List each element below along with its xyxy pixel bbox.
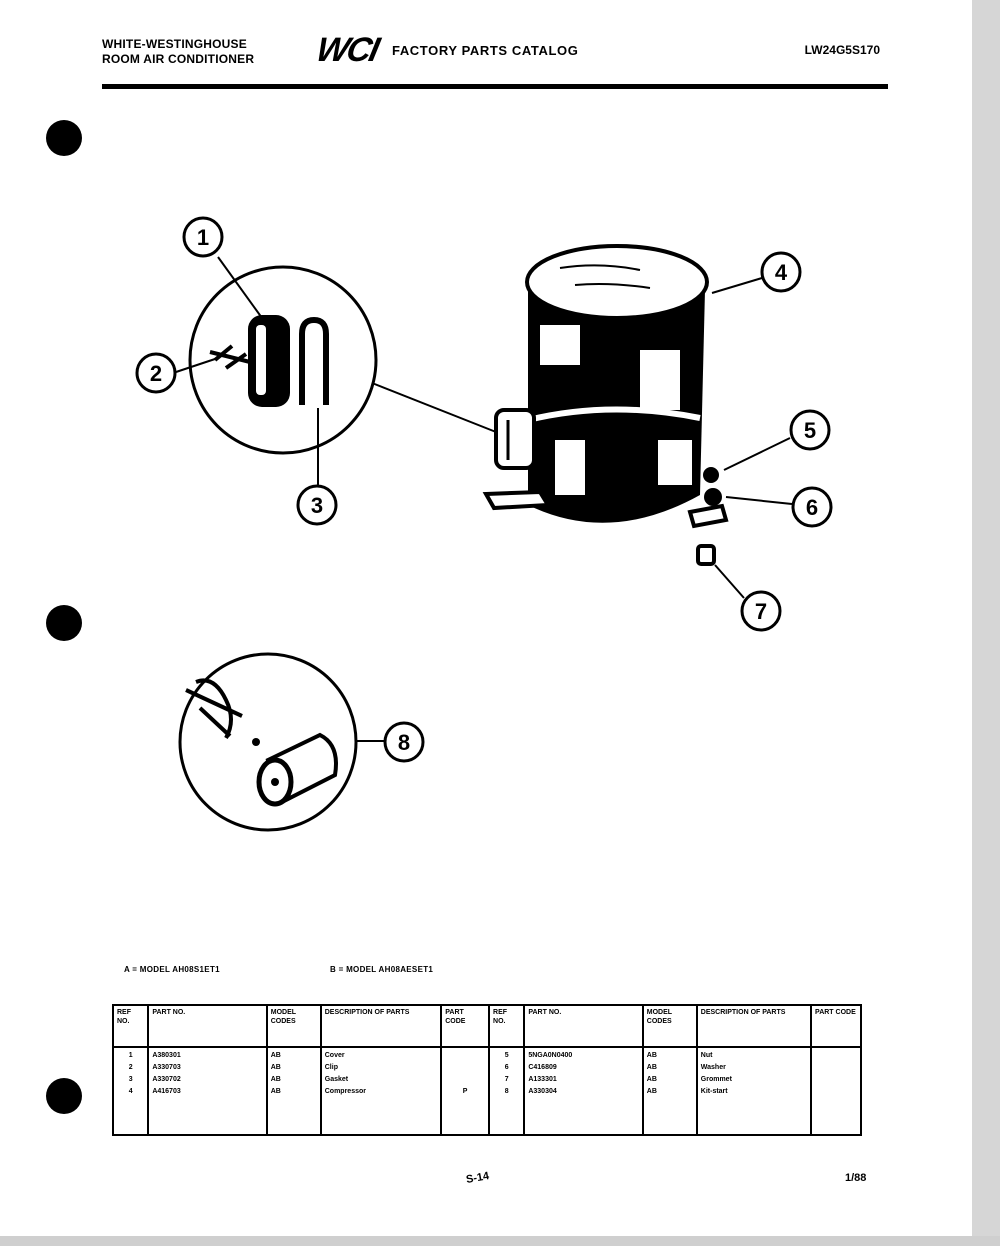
col-model-codes: MODEL CODES: [641, 1004, 698, 1048]
col-part-code: PART CODE: [440, 1004, 491, 1048]
col-description: DESCRIPTION OF PARTS: [695, 1004, 813, 1048]
svg-text:1: 1: [197, 225, 209, 250]
scan-edge-bottom: [0, 1236, 1000, 1246]
description-cell: Cover Clip Gasket Compressor: [319, 1046, 443, 1136]
callout-5: 5: [789, 409, 831, 451]
doc-number: LW24G5S170: [804, 43, 880, 57]
description-cell: Nut Washer Grommet Kit-start: [695, 1046, 813, 1136]
cover-clip: [299, 316, 329, 405]
model-code-cell: AB AB AB AB: [265, 1046, 322, 1136]
col-part-no: PART NO.: [523, 1004, 644, 1048]
catalog-title: FACTORY PARTS CATALOG: [392, 43, 579, 58]
svg-text:2: 2: [150, 361, 162, 386]
svg-text:6: 6: [806, 495, 818, 520]
start-kit-detail: [178, 652, 384, 832]
callout-6: 6: [791, 486, 833, 528]
catalog-header: WHITE-WESTINGHOUSE ROOM AIR CONDITIONER …: [102, 31, 888, 83]
part-no-cell: 5NGA0N0400 C416809 A133301 A330304: [523, 1046, 644, 1136]
col-ref-no: REF NO.: [488, 1004, 526, 1048]
header-rule: [102, 84, 888, 89]
binder-hole: [46, 120, 82, 156]
part-no-cell: A380301 A330703 A330702 A416703: [147, 1046, 268, 1136]
parts-table-header: REF NO. PART NO. MODEL CODES DESCRIPTION…: [111, 1004, 862, 1048]
ref-cell: 1 2 3 4: [111, 1046, 150, 1136]
col-ref-no: REF NO.: [111, 1004, 150, 1048]
terminal-cover-detail: [175, 256, 497, 486]
model-code-cell: AB AB AB AB: [641, 1046, 698, 1136]
parts-table: REF NO. PART NO. MODEL CODES DESCRIPTION…: [111, 1004, 862, 1136]
brand-line-2: ROOM AIR CONDITIONER: [102, 52, 255, 66]
svg-text:7: 7: [755, 599, 767, 624]
date-code: 1/88: [845, 1172, 867, 1184]
part-code-cell: P: [440, 1046, 491, 1136]
binder-hole: [46, 1078, 82, 1114]
callout-3: 3: [296, 484, 338, 526]
model-key-b: B = MODEL AH08AESET1: [330, 965, 434, 974]
compressor-illustration: [482, 244, 793, 599]
model-key-a: A = MODEL AH08S1ET1: [124, 965, 220, 974]
col-part-code: PART CODE: [810, 1004, 862, 1048]
svg-text:5: 5: [804, 418, 816, 443]
callout-7: 7: [740, 590, 782, 632]
callout-4: 4: [760, 251, 802, 293]
callout-1: 1: [182, 216, 224, 258]
terminal-cover: [248, 315, 290, 407]
col-part-no: PART NO.: [147, 1004, 268, 1048]
part-code-cell: [810, 1046, 862, 1136]
callout-8: 8: [383, 721, 425, 763]
svg-text:8: 8: [398, 730, 410, 755]
svg-text:3: 3: [311, 493, 323, 518]
col-description: DESCRIPTION OF PARTS: [319, 1004, 443, 1048]
binder-hole: [46, 605, 82, 641]
scan-edge-right: [972, 0, 1000, 1246]
ref-cell: 5 6 7 8: [488, 1046, 526, 1136]
parts-table-body: 1 2 3 4 A380301 A330703 A330702 A416703 …: [111, 1046, 862, 1136]
callout-2: 2: [135, 352, 177, 394]
col-model-codes: MODEL CODES: [265, 1004, 322, 1048]
brand-line-1: WHITE-WESTINGHOUSE: [102, 37, 247, 51]
svg-text:4: 4: [775, 260, 788, 285]
